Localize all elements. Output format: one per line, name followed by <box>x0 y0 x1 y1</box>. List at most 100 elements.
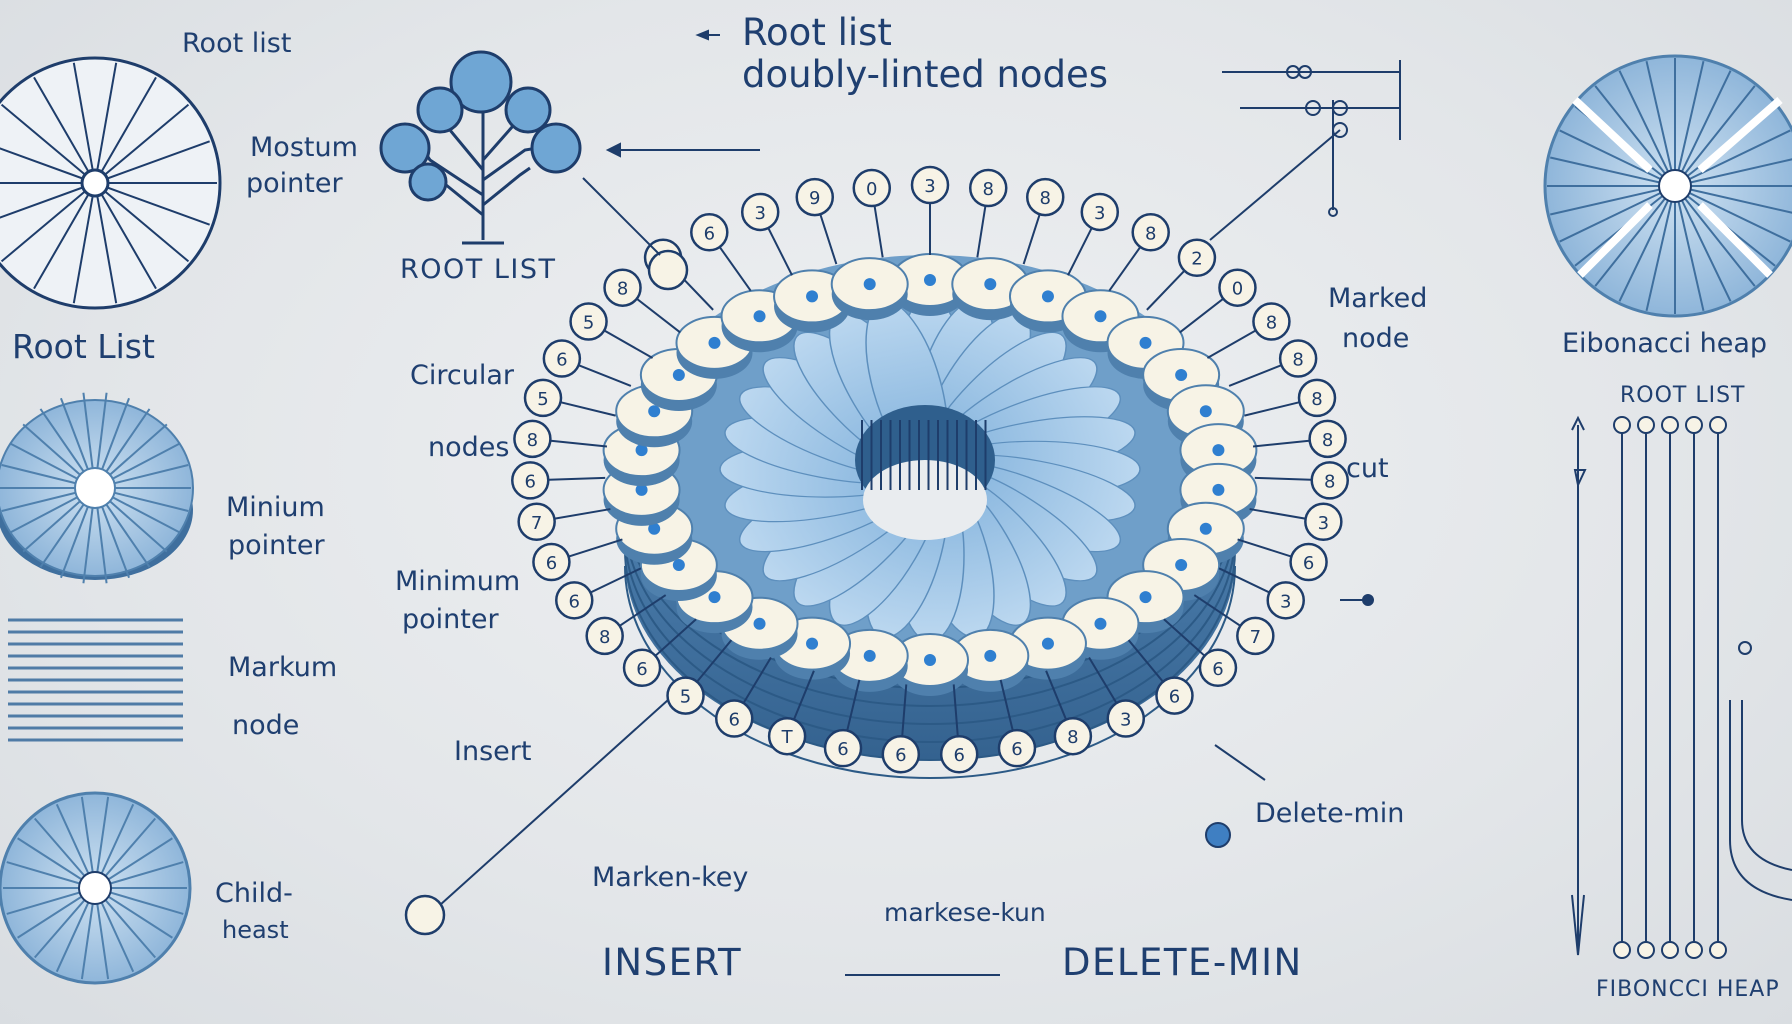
outer-node: 6 <box>939 684 979 774</box>
blue-dot-node <box>1205 822 1231 848</box>
outer-node: 8 <box>513 419 608 459</box>
outer-node-label: 8 <box>1292 350 1303 371</box>
standalone-node <box>404 894 446 936</box>
label-minium-line2: pointer <box>228 530 325 561</box>
outer-node-label: 7 <box>531 513 542 534</box>
outer-node: 6 <box>1237 538 1328 582</box>
outer-node-label: 6 <box>1303 553 1314 574</box>
outer-node: 6 <box>997 679 1037 768</box>
outer-node: 3 <box>1218 567 1305 620</box>
outer-node: 8 <box>968 168 1008 258</box>
outer-node-label: 2 <box>1191 249 1202 270</box>
outer-node: 7 <box>1193 594 1275 656</box>
label-markum-node: node <box>232 710 300 741</box>
outer-node: 8 <box>1244 378 1337 418</box>
label-markese-kun: markese-kun <box>884 898 1046 927</box>
outer-node: 8 <box>1022 177 1065 265</box>
outer-node: 6 <box>690 213 752 292</box>
outer-node-label: 8 <box>1266 313 1277 334</box>
label-tree-root-list: ROOT LIST <box>400 254 557 285</box>
outer-node-label: 8 <box>1311 389 1322 410</box>
outer-node: 6 <box>542 339 632 387</box>
outer-node: 6 <box>1127 639 1194 715</box>
label-insert: Insert <box>454 736 532 767</box>
striped-stack-left <box>8 618 183 742</box>
label-marked-line1: Marked <box>1328 283 1428 314</box>
outer-node: 5 <box>523 378 616 418</box>
outer-node: 5 <box>569 302 654 359</box>
outer-node: 8 <box>603 268 681 334</box>
outer-node: 3 <box>1249 502 1343 542</box>
outer-node: 3 <box>740 192 793 276</box>
fan-wheel-left-mid <box>0 392 194 584</box>
rim-node <box>891 633 969 696</box>
outer-node-label: 6 <box>546 553 557 574</box>
outer-node-label: 7 <box>1250 627 1261 648</box>
outer-node-label: 8 <box>527 430 538 451</box>
outer-node-label: 3 <box>1318 513 1329 534</box>
outer-node-label: 9 <box>809 188 820 209</box>
outer-node-label: 6 <box>895 745 906 766</box>
rim-node <box>951 628 1030 692</box>
outer-node-label: 8 <box>1322 430 1333 451</box>
rim-node <box>891 253 969 316</box>
outer-node-label: T <box>781 727 794 748</box>
label-minimum-line1: Minimum <box>395 566 521 597</box>
outer-node: 6 <box>555 567 642 620</box>
label-root-list-right: ROOT LIST <box>1620 383 1746 408</box>
outer-node-label: 0 <box>866 179 877 200</box>
pointer-lines-top <box>605 29 1401 976</box>
outer-node-label: 6 <box>704 223 715 244</box>
outer-node-label: 6 <box>1011 739 1022 760</box>
label-root-list-top: Root list <box>742 11 892 54</box>
outer-node: 6 <box>532 538 623 582</box>
outer-node: T <box>767 670 815 756</box>
outer-node-label: 6 <box>953 745 964 766</box>
outer-nodes: 388382088888363766386666T656866768565866… <box>404 165 1349 936</box>
outer-node-label: 6 <box>556 350 567 371</box>
fan-wheel-right-top <box>1543 54 1792 318</box>
root-list-strands-right <box>1571 415 1792 959</box>
outer-node: 6 <box>881 684 921 774</box>
outer-node-label: 6 <box>569 591 580 612</box>
outer-node-label: 6 <box>1212 659 1223 680</box>
outer-node: 9 <box>795 177 838 265</box>
outer-node-label: 8 <box>1145 223 1156 244</box>
fan-wheel-left-bottom <box>0 791 192 985</box>
outer-node-label: 5 <box>583 313 594 334</box>
label-marked-line2: node <box>1342 323 1410 354</box>
label-marken-key: Marken-key <box>592 862 749 893</box>
outer-node-label: 6 <box>1169 687 1180 708</box>
label-fibonacci-heap-right: Eibonacci heap <box>1562 328 1768 359</box>
outer-node: 6 <box>823 679 863 768</box>
rim-node <box>773 616 852 680</box>
outer-node-label: 3 <box>754 203 765 224</box>
outer-node: 8 <box>1108 213 1170 292</box>
outer-node-label: 6 <box>837 739 848 760</box>
outer-node-label: 5 <box>537 389 548 410</box>
label-delete-min: Delete-min <box>1255 798 1405 829</box>
label-delete-min-caps: DELETE-MIN <box>1062 941 1303 984</box>
label-root-list-left-top: Root list <box>182 28 292 59</box>
outer-node: 8 <box>1228 339 1318 387</box>
outer-node: 8 <box>1206 302 1291 359</box>
outer-node: 0 <box>852 168 892 258</box>
label-markum: Markum <box>228 652 338 683</box>
label-mostum-line2: pointer <box>246 168 343 199</box>
outer-node-label: 0 <box>1232 279 1243 300</box>
rim-node <box>830 257 909 321</box>
label-nodes: nodes <box>428 432 510 463</box>
label-fibonacci-heap-bottom: FIBONCCI HEAP <box>1596 977 1780 1002</box>
label-insert-caps: INSERT <box>602 941 743 984</box>
outer-node: 3 <box>1067 192 1120 276</box>
outer-node-label: 8 <box>983 179 994 200</box>
outer-node-label: 6 <box>525 471 536 492</box>
label-cut: cut <box>1346 453 1389 484</box>
label-root-list-left: Root List <box>12 327 155 366</box>
outer-node-label: 8 <box>1040 188 1051 209</box>
outer-node: 6 <box>1163 618 1238 688</box>
label-minimum-line2: pointer <box>402 604 499 635</box>
outer-node: 3 <box>910 165 950 255</box>
outer-node-label: 8 <box>617 279 628 300</box>
outer-node-label: 8 <box>1324 471 1335 492</box>
